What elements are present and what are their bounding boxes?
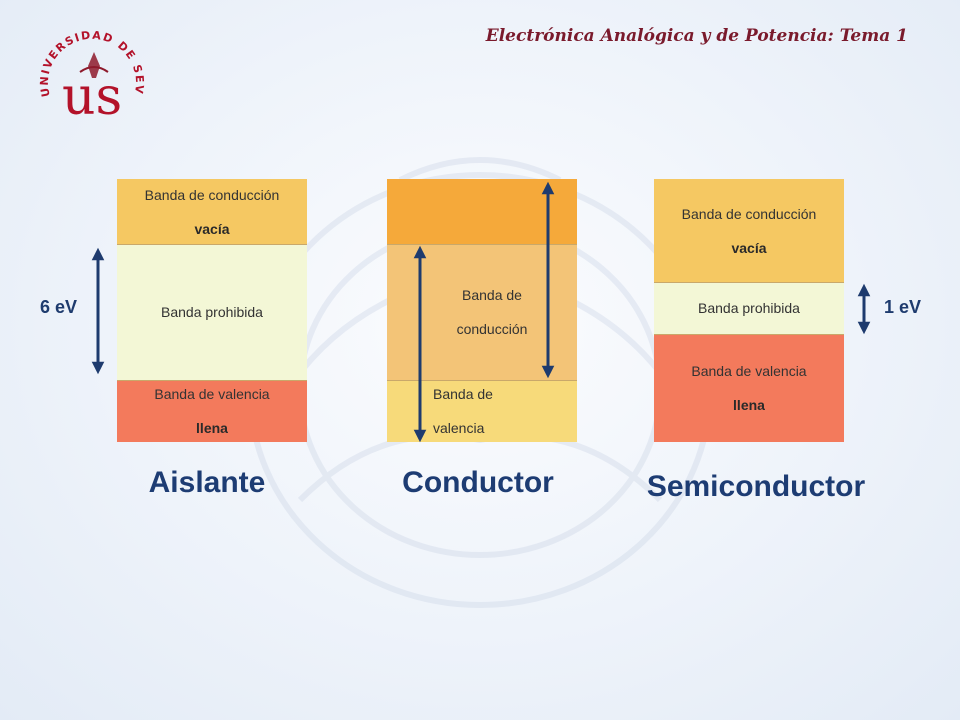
semiconductor-gap-label: 1 eV bbox=[884, 297, 922, 317]
semiconductor-forbidden-band: Banda prohibida bbox=[654, 282, 844, 334]
insulator-gap-label: 6 eV bbox=[40, 297, 78, 317]
university-seal-icon: UNIVERSIDAD DE SEVILLA us bbox=[36, 22, 145, 127]
insulator-conduction-band: Banda de conducción vacía bbox=[117, 179, 307, 244]
semiconductor-conduction-band: Banda de conducción vacía bbox=[654, 179, 844, 282]
insulator-title: Aislante bbox=[148, 466, 266, 499]
semiconductor-title: Semiconductor bbox=[646, 470, 866, 503]
semiconductor-valence-band: Banda de valencia llena bbox=[654, 334, 844, 442]
insulator-forbidden-band: Banda prohibida bbox=[117, 244, 307, 380]
course-title: Electrónica Analógica y de Potencia: Tem… bbox=[485, 26, 908, 46]
insulator-valence-band: Banda de valencia llena bbox=[117, 380, 307, 442]
conductor-title: Conductor bbox=[402, 466, 554, 499]
